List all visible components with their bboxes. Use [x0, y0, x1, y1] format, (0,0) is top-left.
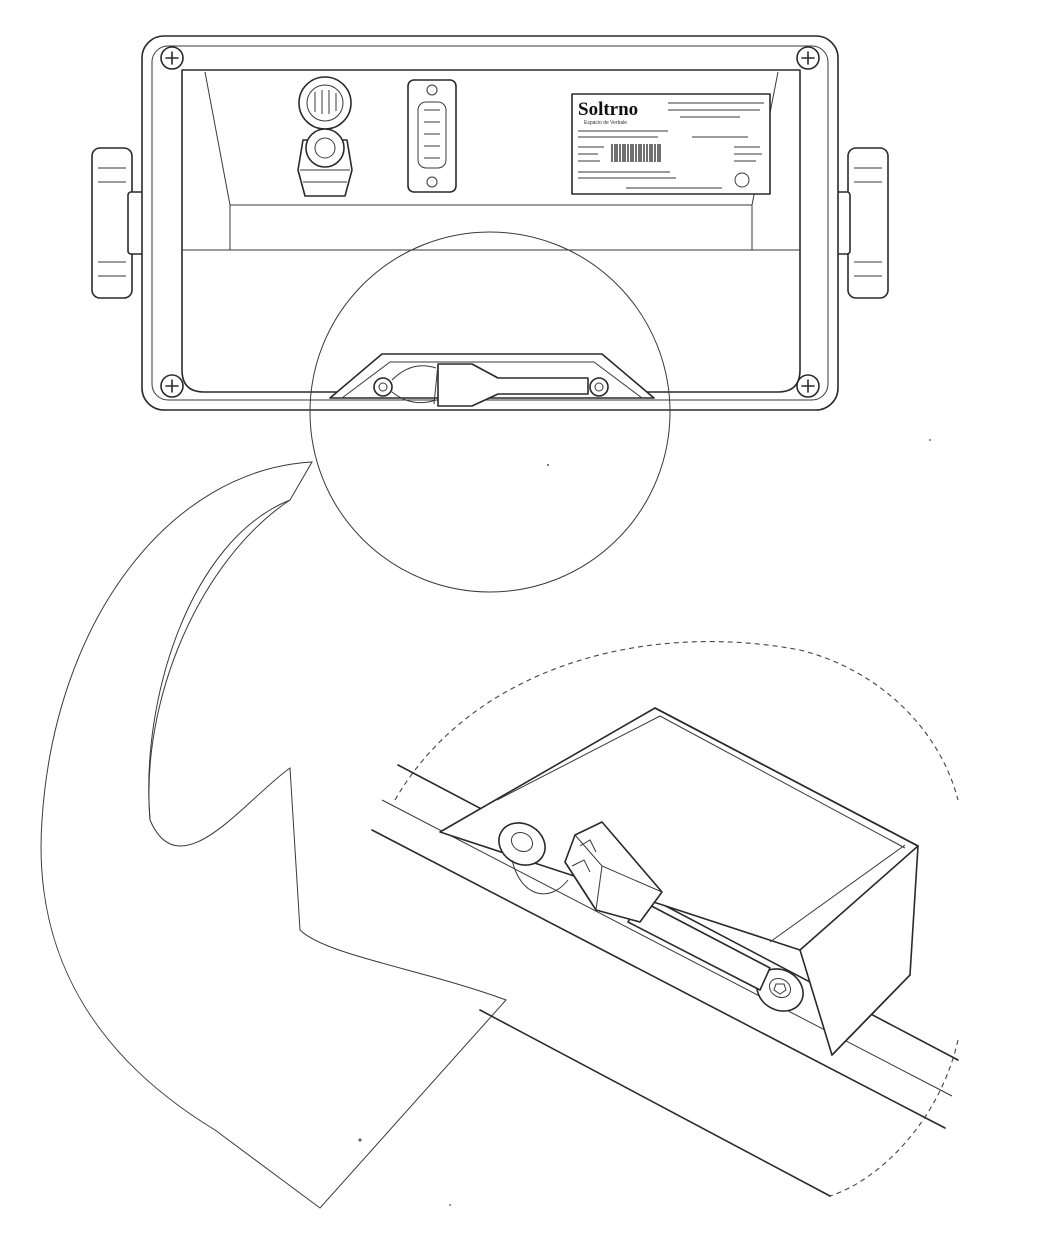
seal-screw-left: [498, 822, 546, 866]
screw-top-right: [796, 46, 820, 70]
seal-wire: [511, 859, 569, 895]
detail-magnifier: [309, 231, 671, 593]
scan-specks: [358, 439, 931, 1206]
housing-recess: [181, 69, 801, 393]
seal-bracket: [439, 707, 919, 1056]
serial-port: [407, 79, 457, 193]
screw-top-left: [160, 46, 184, 70]
seal-bracket-top-view: [329, 353, 655, 407]
seal-detail-view: [371, 641, 959, 1197]
screw-bottom-left: [160, 374, 184, 398]
screw-bottom-right: [796, 374, 820, 398]
lead-seal: [564, 821, 663, 923]
right-mount-knob: [831, 147, 889, 299]
approval-mark: [734, 172, 750, 188]
brand-subtitle: Espacio de Verbale: [584, 120, 627, 126]
cable-gland: [297, 128, 353, 197]
round-connector: [298, 76, 352, 130]
curved-arrow: [40, 461, 507, 1209]
barcode: [611, 144, 661, 162]
left-mount-knob: [91, 147, 147, 299]
identification-plate: Soltrno Espacio de Verbale: [571, 93, 771, 195]
brand-logo: Soltrno: [578, 99, 638, 120]
indicator-rear-view: Soltrno Espacio de Verbale: [91, 35, 889, 411]
